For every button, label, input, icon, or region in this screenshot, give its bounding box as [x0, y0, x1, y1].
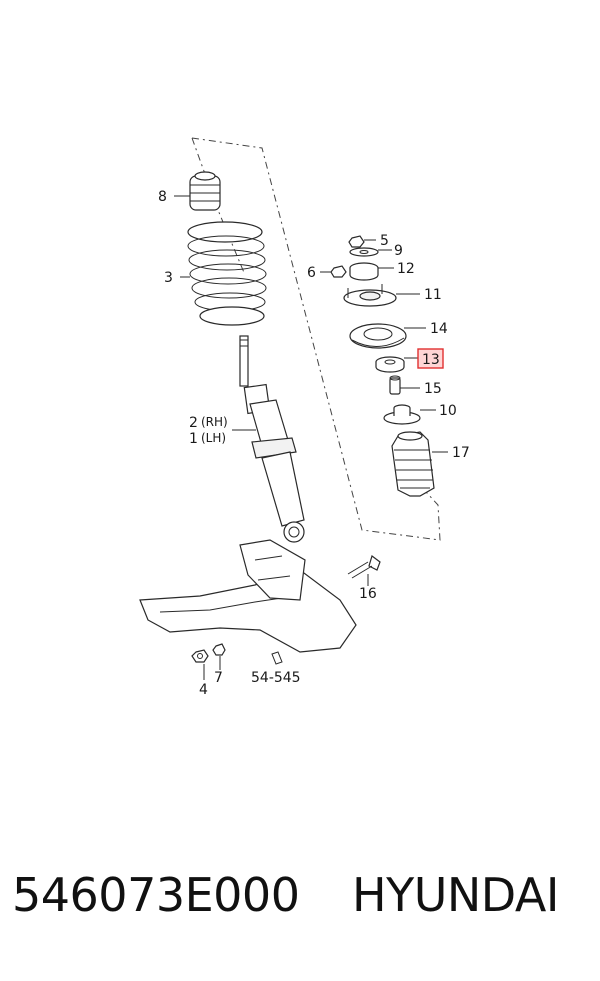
label-part-13: 13 — [422, 352, 440, 368]
label-part-2: 2 — [189, 415, 198, 431]
label-part-15: 15 — [424, 381, 442, 397]
label-part-3: 3 — [164, 270, 173, 286]
label-part-9: 9 — [394, 243, 403, 259]
label-part-10: 10 — [439, 403, 457, 419]
assembly-group-outline — [191, 137, 441, 541]
label-part-8: 8 — [158, 189, 167, 205]
label-part-17: 17 — [452, 445, 470, 461]
label-part-5: 5 — [380, 233, 389, 249]
highlight-box-part-13 — [417, 348, 444, 369]
spring-seat-part-14 — [349, 323, 407, 349]
reference-marker-54-545 — [271, 651, 283, 665]
washer-part-9 — [349, 247, 379, 257]
stopper-part-10 — [383, 404, 421, 425]
nut-part-6 — [330, 265, 347, 278]
label-part-7: 7 — [214, 670, 223, 686]
brand-name: HYUNDAI — [352, 868, 559, 922]
bearing-part-13 — [375, 356, 405, 373]
label-part-4: 4 — [199, 682, 208, 698]
label-ref-54-545: 54-545 — [251, 670, 301, 686]
label-part-2-side: (RH) — [201, 415, 228, 429]
label-part-1: 1 — [189, 431, 198, 447]
lower-control-arm — [139, 539, 357, 653]
label-part-6: 6 — [307, 265, 316, 281]
nut-part-7 — [212, 643, 226, 656]
label-part-11: 11 — [424, 287, 442, 303]
bump-stop-part-8 — [189, 171, 221, 211]
label-part-12: 12 — [397, 261, 415, 277]
shock-absorber-part-1-2 — [239, 335, 305, 543]
part-number: 546073E000 — [12, 868, 300, 922]
footer: 546073E000 HYUNDAI — [0, 868, 600, 948]
spacer-part-15 — [389, 375, 401, 395]
bushing-part-12 — [349, 262, 379, 281]
dust-boot-part-17 — [391, 431, 435, 497]
bolt-part-16 — [347, 555, 381, 579]
nut-part-5 — [348, 235, 365, 248]
nut-part-4 — [191, 649, 209, 663]
label-part-16: 16 — [359, 586, 377, 602]
coil-spring-part-3 — [187, 221, 267, 326]
label-part-14: 14 — [430, 321, 448, 337]
label-part-1-side: (LH) — [201, 431, 226, 445]
strut-mount-part-11 — [343, 284, 397, 307]
